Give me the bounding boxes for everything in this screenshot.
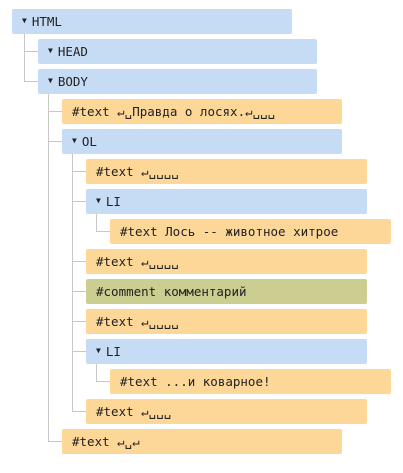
expand-arrow-icon: ▼ [72,136,77,145]
node-label: #text ↵␣␣␣␣ [96,254,179,269]
node-text: #text Лось -- животное хитрое [110,219,391,244]
node-label: #text ↵␣↵ [72,434,140,449]
node-label: OL [81,134,97,149]
node-text: #text ↵␣␣␣␣ [86,159,367,184]
node-li: ▼ LI [86,189,367,214]
connector-line [72,291,86,292]
node-label: #text ↵␣Правда о лосях.↵␣␣␣ [72,104,276,119]
node-text: #text ↵␣␣␣␣ [86,249,367,274]
connector-line [24,33,25,81]
connector-line [24,51,38,52]
node-label: #text ...и коварное! [120,374,271,389]
connector-line [72,201,86,202]
connector-line [72,261,86,262]
node-comment: #comment комментарий [86,279,367,304]
node-label: #text ↵␣␣␣␣ [96,164,179,179]
connector-line [72,171,86,172]
connector-line [24,81,38,82]
node-label: #text ↵␣␣␣␣ [96,314,179,329]
expand-arrow-icon: ▼ [22,16,27,25]
connector-line [96,213,97,231]
expand-arrow-icon: ▼ [48,76,53,85]
node-li: ▼ LI [86,339,367,364]
connector-line [96,363,97,381]
connector-line [96,231,110,232]
connector-line [72,153,73,411]
connector-line [48,141,62,142]
node-text: #text ↵␣␣␣␣ [86,309,367,334]
node-text: #text ...и коварное! [110,369,391,394]
node-label: HEAD [57,44,88,59]
node-html: ▼ HTML [12,9,292,34]
node-head: ▼ HEAD [38,39,317,64]
connector-line [72,351,86,352]
expand-arrow-icon: ▼ [96,196,101,205]
node-label: BODY [57,74,88,89]
connector-line [96,381,110,382]
node-text: #text ↵␣␣␣ [86,399,367,424]
connector-line [72,411,86,412]
connector-line [48,93,49,441]
connector-line [48,111,62,112]
node-ol: ▼ OL [62,129,342,154]
node-text: #text ↵␣Правда о лосях.↵␣␣␣ [62,99,342,124]
node-text: #text ↵␣↵ [62,429,342,454]
expand-arrow-icon: ▼ [96,346,101,355]
node-label: #text ↵␣␣␣ [96,404,172,419]
node-label: LI [105,194,121,209]
node-label: LI [105,344,121,359]
connector-line [48,441,62,442]
node-label: HTML [31,14,62,29]
expand-arrow-icon: ▼ [48,46,53,55]
node-label: #text Лось -- животное хитрое [120,224,339,239]
node-label: #comment комментарий [96,284,247,299]
connector-line [72,321,86,322]
node-body: ▼ BODY [38,69,317,94]
